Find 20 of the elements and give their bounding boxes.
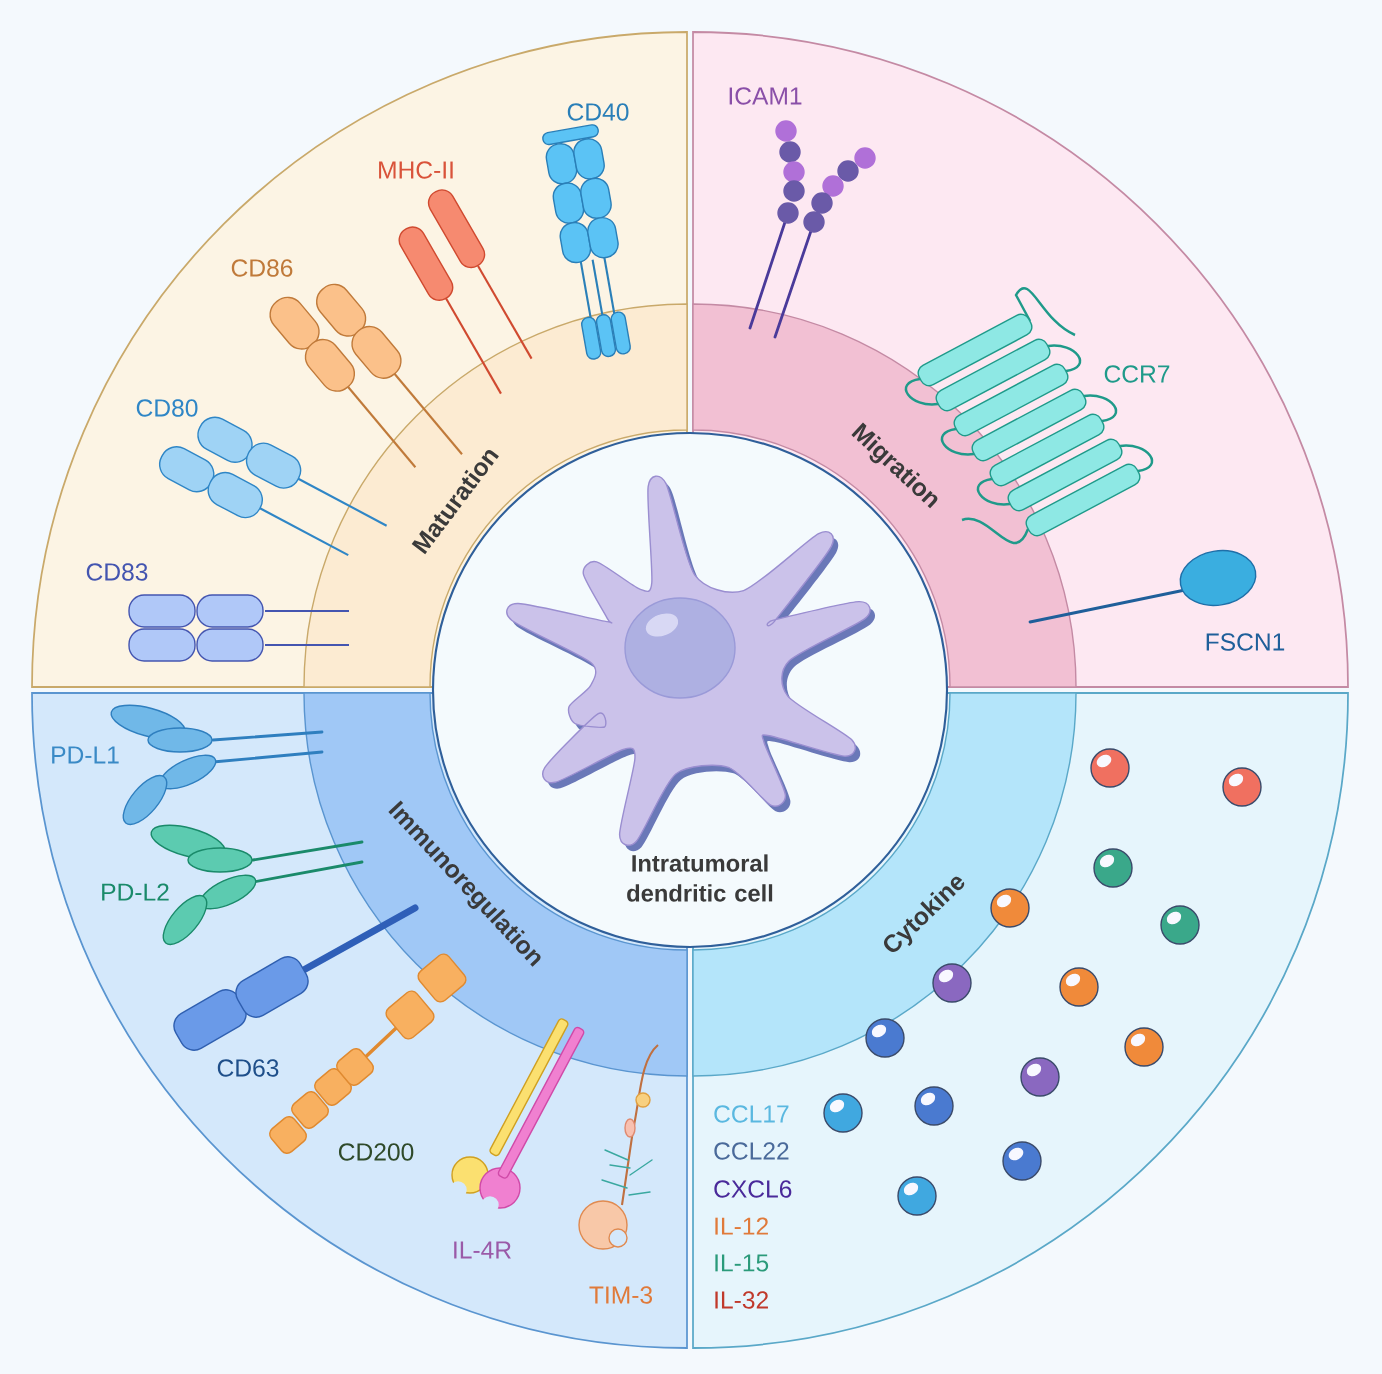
cytokine-name: CCL22 bbox=[714, 1142, 789, 1160]
protein-label: CD80 bbox=[136, 399, 198, 417]
protein-label: TIM-3 bbox=[589, 1286, 653, 1304]
cytokine-name: IL-12 bbox=[715, 1217, 768, 1235]
protein-label: CD40 bbox=[567, 103, 629, 121]
protein-label: MHC-II bbox=[379, 161, 453, 179]
cytokine-name: CXCL6 bbox=[714, 1180, 792, 1198]
protein-label: IL-4R bbox=[454, 1241, 511, 1259]
protein-label: FSCN1 bbox=[1206, 633, 1285, 651]
cytokine-name: CCL17 bbox=[714, 1105, 789, 1123]
protein-label: CCR7 bbox=[1104, 365, 1170, 383]
protein-label: ICAM1 bbox=[729, 87, 802, 105]
protein-label: CD86 bbox=[231, 259, 293, 277]
cytokine-name: IL-32 bbox=[715, 1291, 768, 1309]
protein-label: CD63 bbox=[217, 1059, 279, 1077]
protein-label: CD200 bbox=[338, 1143, 414, 1161]
protein-label: PD-L2 bbox=[102, 883, 169, 901]
cytokine-name: IL-15 bbox=[715, 1254, 769, 1272]
protein-label: PD-L1 bbox=[52, 746, 119, 764]
protein-label: CD83 bbox=[86, 563, 148, 581]
